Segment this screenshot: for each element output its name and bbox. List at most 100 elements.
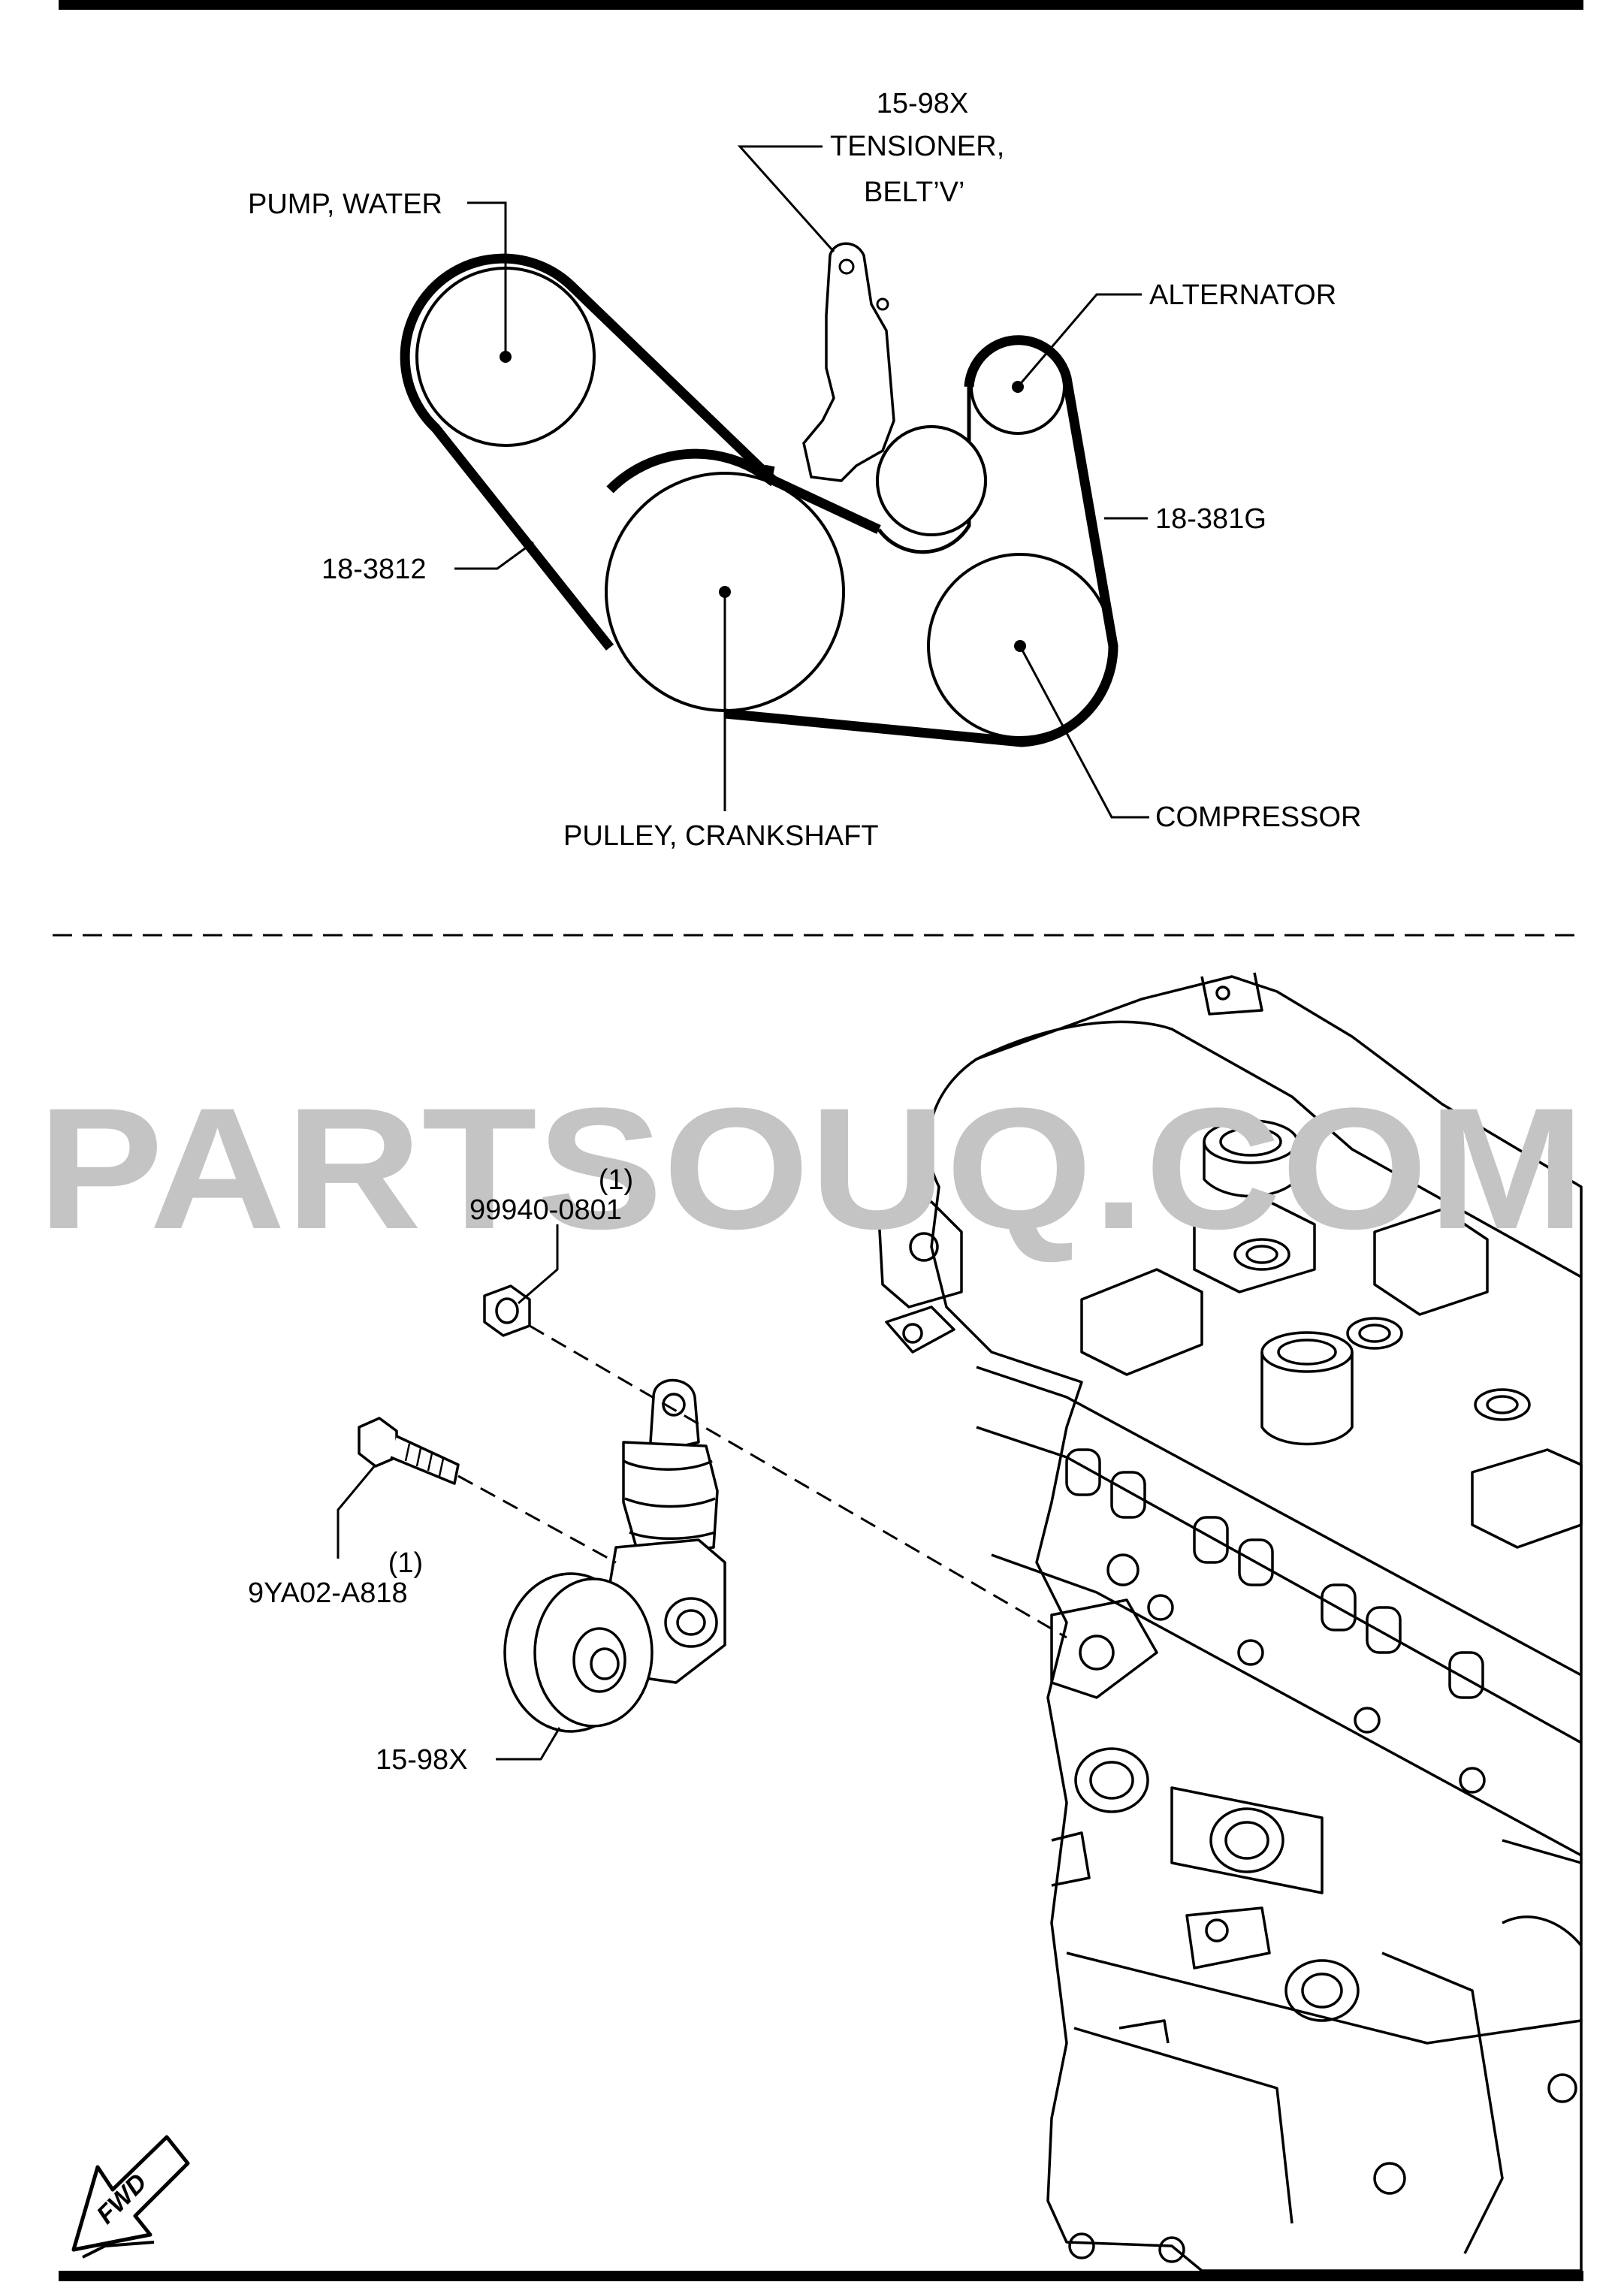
boss-1 <box>1147 1594 1174 1621</box>
watermark: PARTSOUQ.COM <box>38 1072 1585 1265</box>
cam-cover-edge <box>976 1020 1582 1278</box>
boss-4 <box>1459 1767 1486 1794</box>
manifold-rail-low <box>991 1553 1582 1857</box>
front-boss-large <box>1074 1747 1149 1813</box>
label-bolt-qty: (1) <box>388 1547 423 1579</box>
front-boss-mid-inner <box>1224 1821 1269 1860</box>
block-boss-1-inner <box>1301 1973 1343 2009</box>
front-lug <box>877 1200 963 1309</box>
label-tensioner-assembly: 15-98X <box>376 1744 468 1776</box>
coil-1 <box>1080 1268 1203 1376</box>
belt-18-381G-tensioner-side <box>877 387 971 554</box>
oil-filler-body <box>1203 1142 1299 1198</box>
plug-boss-1-inner <box>1358 1324 1391 1343</box>
boss-3 <box>1354 1707 1381 1734</box>
engine-block <box>877 972 1583 2272</box>
cam-cover-tab <box>1200 972 1263 1016</box>
coil-4 <box>1471 1448 1583 1549</box>
block-edge-2 <box>1502 1915 1583 1947</box>
block-rib-1 <box>1066 1951 1582 2045</box>
tensioner-pulley-front <box>876 425 987 536</box>
belt-18-381G <box>724 335 1118 747</box>
plug-boss-3-inner <box>1245 1245 1278 1264</box>
assembly-line-nut <box>529 1324 1067 1639</box>
label-tensioner-line1: TENSIONER, <box>830 131 1004 162</box>
boss-2 <box>1237 1639 1264 1666</box>
label-crankshaft: PULLEY, CRANKSHAFT <box>563 820 879 852</box>
block-lower-boss <box>1373 2162 1406 2195</box>
label-water-pump: PUMP, WATER <box>248 189 442 220</box>
block-step <box>1051 1831 1091 1887</box>
front-lug-lower <box>885 1305 955 1354</box>
boss-5 <box>1106 1553 1140 1586</box>
port-2 <box>1110 1471 1146 1519</box>
tensioner-arm <box>802 242 895 482</box>
belt-18-3812-inner <box>606 448 775 494</box>
nut-99940-0801 <box>483 1284 531 1337</box>
leader-18-3812 <box>454 541 534 570</box>
belt-tensioner-span <box>765 473 881 534</box>
block-pad-hole <box>1205 1918 1229 1942</box>
front-cover-lug-hole <box>1079 1635 1115 1671</box>
block-right-boss <box>1547 2073 1577 2103</box>
water-outlet-body <box>1260 1352 1354 1446</box>
block-boss-1 <box>1284 1959 1360 2022</box>
leader-compressor <box>1019 645 1149 819</box>
port-1 <box>1065 1448 1101 1496</box>
block-edge-1 <box>1502 1839 1582 1864</box>
port-3 <box>1193 1516 1229 1564</box>
belt-routing-diagram <box>400 145 1149 819</box>
coil-2 <box>1193 1200 1316 1293</box>
label-nut-qty: (1) <box>599 1164 633 1196</box>
plug-boss-2-inner <box>1486 1395 1519 1414</box>
block-foot-hole-2 <box>1158 2236 1185 2263</box>
leader-tensioner-assembly <box>496 1727 561 1761</box>
leader-nut <box>518 1224 559 1305</box>
port-4 <box>1238 1538 1274 1586</box>
fwd-arrow-icon: FWD <box>71 2135 190 2259</box>
tensioner-assembly <box>503 1378 726 1733</box>
tensioner-hole <box>876 297 889 311</box>
block-foot-hole-1 <box>1068 2232 1095 2259</box>
label-tensioner-part: 15-98X <box>877 88 969 119</box>
coil-3 <box>1373 1208 1489 1316</box>
label-belt-18-381G: 18-381G <box>1155 503 1266 535</box>
front-boss-mid <box>1209 1807 1284 1873</box>
bolt-9YA02-A818 <box>358 1417 460 1485</box>
oil-filler-inner <box>1219 1127 1282 1157</box>
assembly-line-bolt <box>457 1475 617 1564</box>
plug-boss-1 <box>1346 1317 1403 1350</box>
label-bolt-part: 9YA02-A818 <box>248 1577 408 1609</box>
front-cover-lug <box>1050 1598 1158 1699</box>
label-alternator: ALTERNATOR <box>1149 279 1336 311</box>
port-6 <box>1366 1606 1402 1654</box>
block-pad <box>1185 1906 1271 1970</box>
leader-alternator <box>1016 293 1142 388</box>
front-lug-hole <box>909 1232 939 1262</box>
block-rib-2 <box>1073 2027 1293 2224</box>
engine-outline <box>927 975 1583 2272</box>
front-lug-lower-hole <box>902 1323 923 1344</box>
exploded-parts <box>337 1224 1067 1761</box>
tensioner-pivot <box>838 258 855 275</box>
block-panel <box>1170 1786 1324 1894</box>
port-7 <box>1448 1651 1484 1699</box>
bottom-border <box>59 2271 1583 2281</box>
leader-bolt <box>337 1464 377 1559</box>
top-border <box>59 0 1583 10</box>
manifold-rail-top <box>976 1366 1582 1677</box>
label-tensioner-line2: BELT’V’ <box>864 177 964 208</box>
leader-water-pump <box>467 201 507 357</box>
plug-boss-3 <box>1233 1238 1290 1271</box>
belt-18-3812 <box>400 253 777 651</box>
block-tab <box>1118 2019 1170 2044</box>
cam-cover-bolt <box>1215 986 1230 1001</box>
label-compressor: COMPRESSOR <box>1155 801 1361 833</box>
plug-boss-2 <box>1474 1388 1531 1421</box>
leader-tensioner <box>737 145 835 252</box>
label-nut-part: 99940-0801 <box>469 1194 622 1226</box>
label-belt-18-3812: 18-3812 <box>321 554 426 585</box>
water-outlet-inner <box>1277 1339 1337 1366</box>
